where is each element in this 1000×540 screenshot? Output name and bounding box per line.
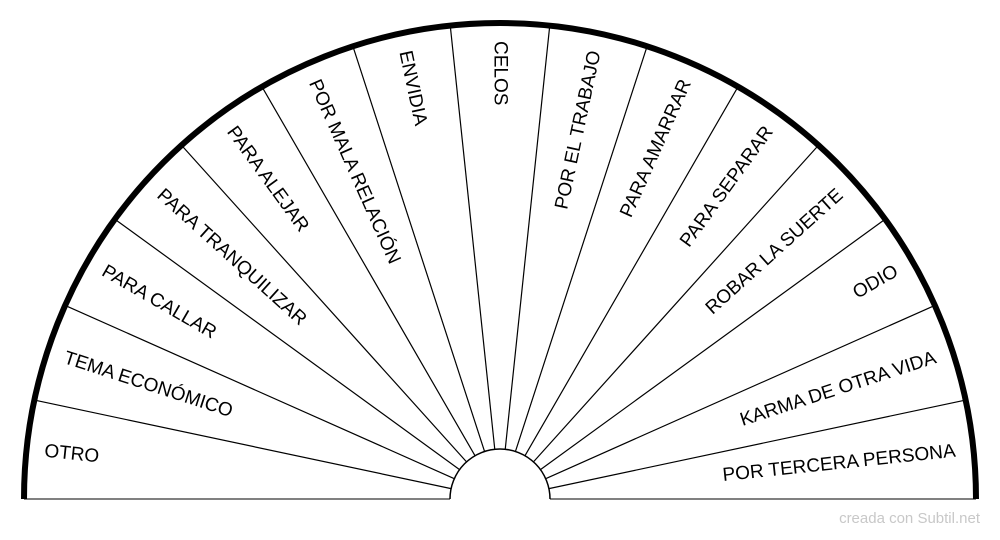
segment-label: PARA SEPARAR — [676, 122, 778, 251]
segment-label: TEMA ECONÓMICO — [61, 347, 235, 422]
divider-line — [352, 46, 486, 452]
segment-label: POR EL TRABAJO — [551, 49, 605, 211]
divider-line — [449, 25, 496, 450]
segment-label: KARMA DE OTRA VIDA — [738, 347, 940, 430]
inner-arc — [449, 448, 551, 500]
divider-line — [64, 304, 455, 480]
divider-line — [524, 86, 739, 456]
divider-line — [181, 144, 467, 463]
segment-label: POR TERCERA PERSONA — [722, 441, 957, 486]
divider-line — [540, 218, 886, 471]
divider-line — [114, 218, 460, 471]
segment-label: ODIO — [849, 261, 902, 303]
segment-label: CELOS — [490, 41, 511, 105]
divider-line — [34, 399, 452, 490]
segment-label: PARA ALEJAR — [222, 122, 313, 236]
segment-label: PARA AMARRAR — [616, 76, 696, 220]
segment-label: POR MALA RELACIÓN — [304, 76, 405, 267]
watermark: creada con Subtil.net — [839, 510, 980, 527]
divider-line — [545, 304, 936, 480]
divider-line — [514, 46, 648, 452]
divider-line — [504, 25, 551, 450]
outer-arc — [21, 20, 979, 500]
segment-label: OTRO — [43, 441, 100, 468]
divider-line — [548, 399, 966, 490]
segment-label: ENVIDIA — [395, 49, 431, 128]
divider-line — [261, 86, 476, 456]
segment-label: PARA CALLAR — [98, 261, 220, 343]
divider-line — [533, 144, 819, 463]
